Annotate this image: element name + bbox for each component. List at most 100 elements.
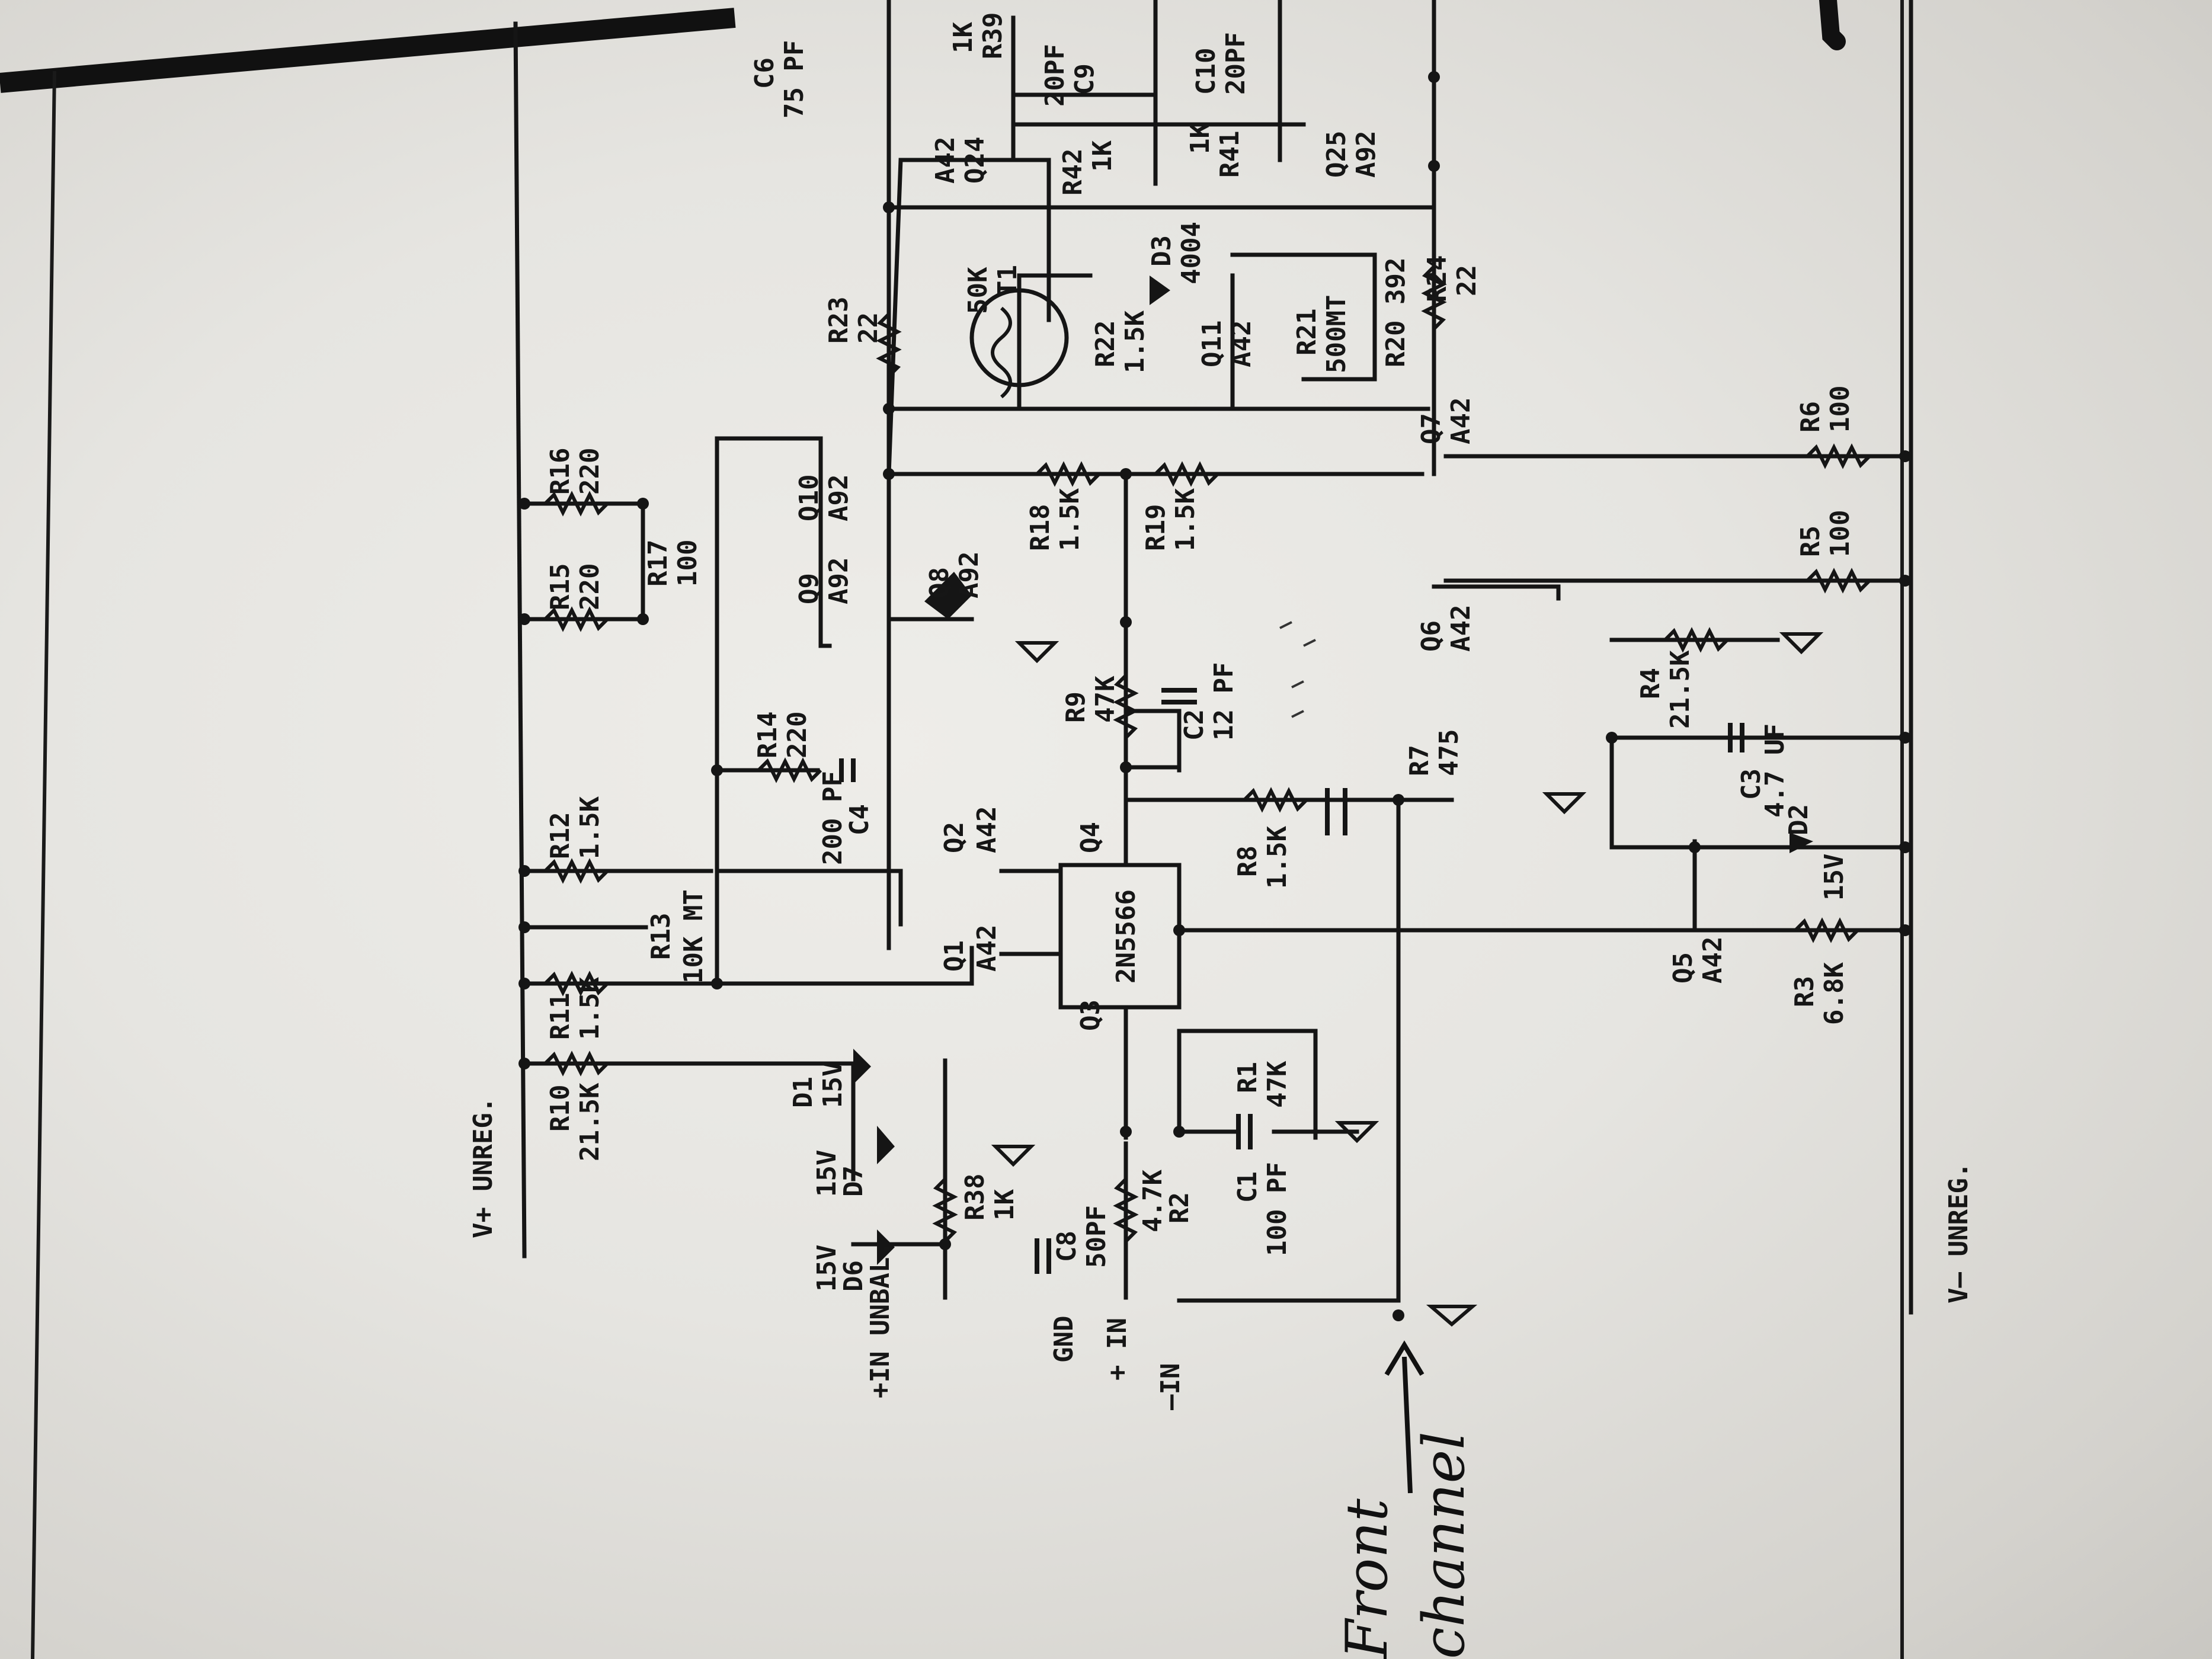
- q4-ref: Q4: [1075, 822, 1106, 853]
- q2-ref: Q2: [939, 822, 969, 853]
- gnd-label: GND: [1049, 1316, 1079, 1363]
- r14-value: 220: [782, 712, 812, 758]
- vplus-rail: [513, 21, 527, 1258]
- d3-ref: D3: [1147, 235, 1177, 267]
- q3-type: 2N5566: [1111, 889, 1141, 984]
- q25-ref: Q25: [1321, 131, 1352, 178]
- r3-value: 6.8K: [1819, 962, 1849, 1025]
- vplus-label: V+ UNREG.: [468, 1097, 498, 1238]
- r10-value: 21.5K: [575, 1082, 605, 1161]
- r23-value: 22: [853, 312, 883, 344]
- q9-type: A92: [824, 558, 854, 604]
- minus-in-label: –IN: [1155, 1363, 1186, 1410]
- r15-ref: R15: [545, 563, 575, 610]
- c1-ref: C1: [1233, 1171, 1263, 1203]
- r18-ref: R18: [1025, 504, 1055, 551]
- c1-value: 100 PF: [1262, 1162, 1292, 1256]
- r18-value: 1.5K: [1055, 488, 1085, 551]
- in-unbal-label: +IN UNBAL.: [865, 1241, 895, 1398]
- scribble-mark: [924, 572, 972, 619]
- c4-ref: C4: [844, 804, 875, 835]
- r24-value: 22: [1452, 265, 1482, 296]
- scribble-dashes: [1279, 621, 1316, 718]
- r7-ref: R7: [1404, 745, 1435, 776]
- thermistor-symbol: [969, 288, 1069, 387]
- r8-ref: R8: [1233, 845, 1263, 877]
- r1-value: 47K: [1262, 1061, 1292, 1108]
- wiring: [513, 0, 1913, 1315]
- q24-type: A42: [930, 137, 961, 184]
- c8-ref: C8: [1052, 1231, 1082, 1262]
- q7-ref: Q7: [1416, 413, 1446, 444]
- c4-value: 200 PF: [818, 771, 848, 865]
- r14-ref: R14: [753, 712, 783, 758]
- c2-ref: C2: [1179, 709, 1209, 741]
- q11-ref: Q11: [1197, 321, 1227, 367]
- c9-ref: C9: [1070, 63, 1100, 95]
- resistor-labels: R10 21.5K R11 1.5K R12 1.5K R13 10K MT R…: [545, 12, 1855, 1232]
- q6-type: A42: [1446, 605, 1476, 652]
- r41-value: 1K: [1185, 123, 1215, 154]
- r21-value: 500MT: [1321, 295, 1352, 373]
- c8-value: 50PF: [1081, 1205, 1112, 1268]
- c3-value: 4.7 UF: [1760, 723, 1790, 818]
- r23-ref: R23: [824, 297, 854, 344]
- r4-ref: R4: [1635, 668, 1666, 699]
- d2-value: 15V: [1819, 854, 1849, 901]
- r16-value: 220: [575, 448, 605, 495]
- c6-value: 75 PF: [779, 40, 809, 118]
- vminus-label: V– UNREG.: [1944, 1162, 1974, 1304]
- r5-ref: R5: [1795, 526, 1826, 557]
- q11-type: A42: [1227, 321, 1257, 367]
- capacitor-labels: C1 100 PF C2 12 PF C3 4.7 UF 200 PF C4 C…: [750, 32, 1790, 1268]
- t1-value: 50K: [963, 267, 993, 314]
- r17-value: 100: [673, 540, 703, 587]
- r20-label: R20 392: [1381, 258, 1411, 367]
- plus-in-label: + IN: [1102, 1318, 1132, 1381]
- r13-ref: R13: [646, 913, 676, 960]
- q1-ref: Q1: [939, 940, 969, 972]
- frame-left-line: [31, 71, 56, 1659]
- annotation-front: Front: [1334, 1498, 1400, 1659]
- r17-ref: R17: [643, 540, 673, 587]
- r42-value: 1K: [1087, 140, 1118, 172]
- c3-ref: C3: [1736, 768, 1766, 800]
- q5-ref: Q5: [1668, 952, 1698, 984]
- r39-ref: R39: [978, 12, 1008, 59]
- q25-type: A92: [1351, 131, 1381, 178]
- q24-ref: Q24: [960, 137, 990, 184]
- d1-ref: D1: [788, 1077, 818, 1108]
- diode-symbols: [853, 276, 1813, 1265]
- c10-ref: C10: [1191, 48, 1221, 95]
- r38-value: 1K: [990, 1189, 1020, 1221]
- q3-ref: Q3: [1075, 1000, 1106, 1031]
- transistor-labels: Q1 A42 Q2 A42 Q3 2N5566 Q4 Q5 A42 Q6 A42…: [794, 131, 1728, 1031]
- handwritten-arrow: [1384, 1340, 1424, 1494]
- r24-ref: R24: [1422, 255, 1452, 302]
- r15-value: 220: [575, 563, 605, 610]
- r6-ref: R6: [1795, 401, 1826, 433]
- paper-top-edge: [0, 8, 736, 93]
- annotation-channel: channel: [1411, 1431, 1477, 1659]
- junction-dots: [518, 71, 1911, 1321]
- r22-ref: R22: [1090, 321, 1121, 367]
- thermistor-wave: [991, 306, 1012, 399]
- c9-value: 20PF: [1040, 44, 1070, 107]
- r21-ref: R21: [1292, 309, 1322, 356]
- r41-ref: R41: [1215, 131, 1245, 178]
- r4-value: 21.5K: [1665, 650, 1695, 729]
- q9-ref: Q9: [794, 573, 824, 604]
- r19-value: 1.5K: [1170, 488, 1201, 551]
- capacitor-symbols: [839, 688, 1744, 1274]
- c10-value: 20PF: [1221, 32, 1251, 95]
- q7-type: A42: [1446, 398, 1476, 444]
- r38-ref: R38: [960, 1174, 990, 1221]
- t1-ref: T1: [993, 265, 1023, 296]
- r2-value: 4.7K: [1138, 1170, 1168, 1232]
- c2-value: 12 PF: [1209, 662, 1239, 741]
- r3-ref: R3: [1790, 976, 1820, 1007]
- r9-ref: R9: [1061, 691, 1091, 723]
- q2-type: A42: [972, 806, 1002, 853]
